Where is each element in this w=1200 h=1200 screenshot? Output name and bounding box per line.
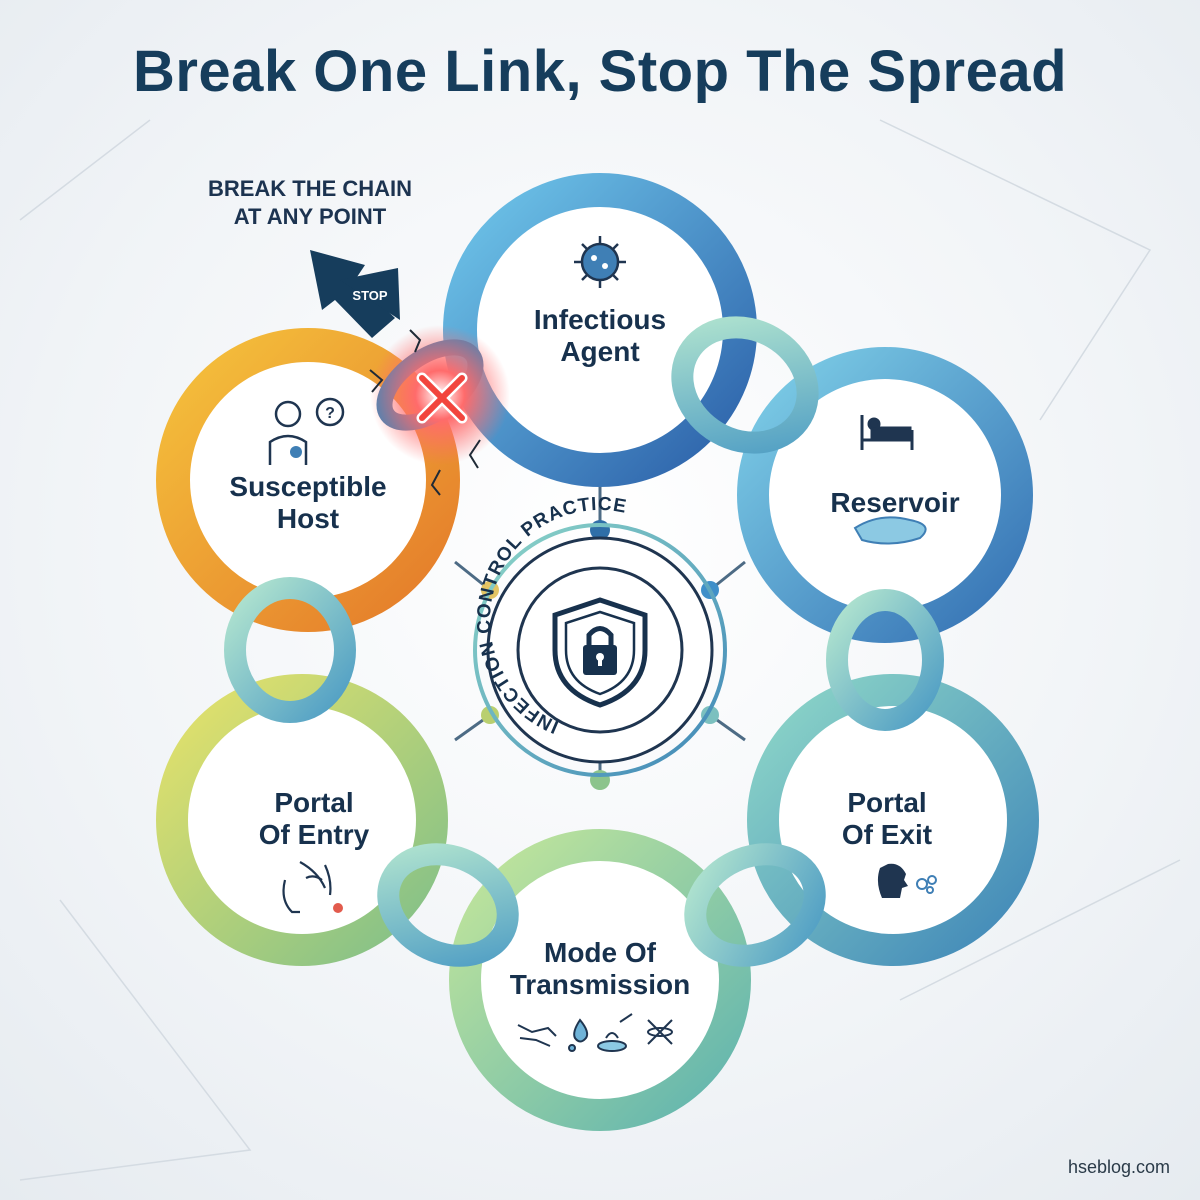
puddle-icon (853, 516, 927, 545)
ring-reservoir (737, 347, 1033, 643)
face-touch-icon (282, 861, 343, 914)
bed-icon (860, 415, 914, 450)
link-label-infectious-agent-2: Agent (560, 336, 639, 367)
ring-mode-of-transmission (449, 829, 751, 1131)
transmission-icons (517, 1013, 673, 1052)
break-chain-callout: BREAK THE CHAIN AT ANY POINT (180, 175, 440, 231)
link-label-infectious-agent-1: Infectious (534, 304, 666, 335)
ring-portal-of-entry (156, 674, 448, 966)
link-label-mode-of-transmission-1: Mode Of (544, 937, 657, 968)
page-title: Break One Link, Stop The Spread (132, 39, 1068, 104)
link-label-portal-of-exit-2: Of Exit (842, 819, 932, 850)
shield-lock-icon (552, 597, 648, 708)
stop-arrow: STOP (310, 250, 400, 338)
link-label-reservoir-1: Reservoir (830, 487, 959, 518)
callout-line-1: BREAK THE CHAIN (207, 176, 413, 201)
link-label-mode-of-transmission-2: Transmission (510, 969, 691, 1000)
stop-label: STOP (352, 288, 387, 303)
crack-lines (369, 329, 481, 496)
hub-outer-ring (473, 523, 727, 777)
ring-portal-of-exit (747, 674, 1039, 966)
link-label-portal-of-exit-1: Portal (847, 787, 926, 818)
callout-line-2: AT ANY POINT (233, 204, 387, 229)
background-lines (19, 119, 1181, 1181)
link-label-portal-of-entry-1: Portal (274, 787, 353, 818)
virus-icon (574, 236, 626, 288)
svg-text:?: ? (325, 405, 335, 422)
link-label-susceptible-host-2: Host (277, 503, 339, 534)
cough-icon (877, 863, 937, 898)
small-links (224, 316, 944, 967)
link-label-susceptible-host-1: Susceptible (229, 471, 386, 502)
link-label-portal-of-entry-2: Of Entry (259, 819, 370, 850)
site-footer: hseblog.com (1067, 1157, 1170, 1177)
person-question-icon: ? (268, 397, 345, 465)
